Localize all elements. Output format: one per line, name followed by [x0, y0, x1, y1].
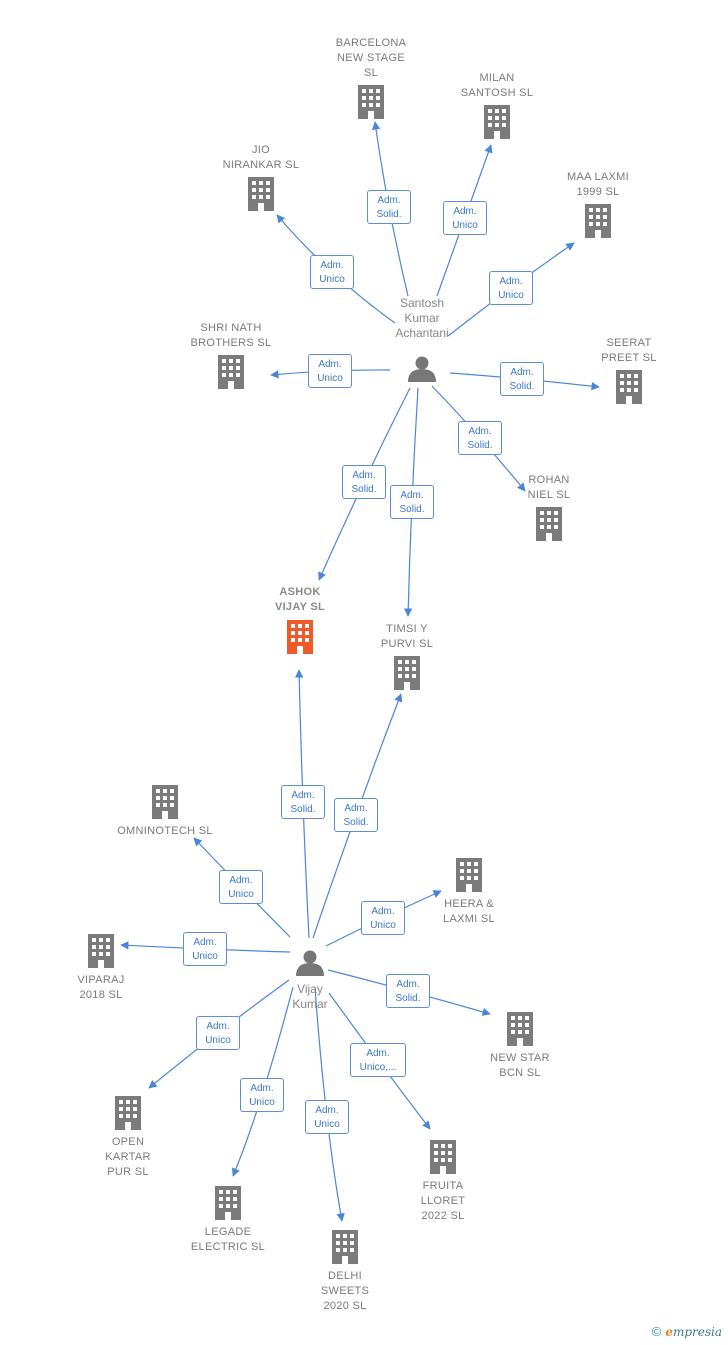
relation-label-vijay-viparaj[interactable]: Adm. Unico	[183, 932, 227, 966]
company-label-openkartar[interactable]: OPEN KARTAR PUR SL	[105, 1136, 151, 1178]
copyright-icon: ©	[651, 1324, 662, 1339]
person-icon-santosh[interactable]	[408, 356, 436, 383]
relation-label-santosh-timsi[interactable]: Adm. Solid.	[390, 485, 434, 519]
building-icon-timsi[interactable]	[394, 656, 420, 690]
building-icon-openkartar[interactable]	[115, 1096, 141, 1130]
relation-label-vijay-ashok[interactable]: Adm. Solid.	[281, 785, 325, 819]
building-icon-seerat[interactable]	[616, 370, 642, 404]
relation-label-santosh-maalaxmi[interactable]: Adm. Unico	[489, 271, 533, 305]
relation-label-santosh-ashok[interactable]: Adm. Solid.	[342, 465, 386, 499]
relation-label-santosh-rohan[interactable]: Adm. Solid.	[458, 421, 502, 455]
relation-label-vijay-fruita[interactable]: Adm. Unico,...	[350, 1043, 406, 1077]
company-label-newstar[interactable]: NEW STAR BCN SL	[490, 1052, 550, 1079]
company-label-jio[interactable]: JIO NIRANKAR SL	[222, 144, 300, 171]
relation-label-vijay-legade[interactable]: Adm. Unico	[240, 1078, 284, 1112]
company-label-delhi[interactable]: DELHI SWEETS 2020 SL	[320, 1270, 370, 1312]
brand-logo: empresia	[665, 1325, 722, 1339]
person-label-vijay[interactable]: Vijay Kumar	[292, 982, 328, 1011]
building-icon-milan[interactable]	[484, 105, 510, 139]
relation-label-santosh-shrinath[interactable]: Adm. Unico	[308, 354, 352, 388]
relation-label-vijay-newstar[interactable]: Adm. Solid.	[386, 974, 430, 1008]
building-icon-omninotech[interactable]	[152, 785, 178, 819]
building-icon-ashok[interactable]	[287, 620, 313, 654]
company-label-seerat[interactable]: SEERAT PREET SL	[601, 337, 657, 364]
company-label-barcelona[interactable]: BARCELONA NEW STAGE SL	[335, 37, 407, 79]
building-icon-fruita[interactable]	[430, 1140, 456, 1174]
footer-brand[interactable]: ©empresia	[652, 1324, 722, 1339]
company-label-timsi[interactable]: TIMSI Y PURVI SL	[380, 623, 434, 650]
icons-layer	[88, 85, 642, 1264]
company-label-rohan[interactable]: ROHAN NIEL SL	[527, 474, 571, 501]
company-label-viparaj[interactable]: VIPARAJ 2018 SL	[77, 974, 125, 1001]
building-icon-heera[interactable]	[456, 858, 482, 892]
person-label-santosh[interactable]: Santosh Kumar Achantani	[395, 296, 449, 340]
company-label-omninotech[interactable]: OMNINOTECH SL	[117, 825, 213, 837]
relation-label-santosh-milan[interactable]: Adm. Unico	[443, 201, 487, 235]
company-label-maalaxmi[interactable]: MAA LAXMI 1999 SL	[567, 171, 629, 198]
company-label-milan[interactable]: MILAN SANTOSH SL	[460, 72, 534, 99]
relation-label-vijay-omninotech[interactable]: Adm. Unico	[219, 870, 263, 904]
relation-label-santosh-barcelona[interactable]: Adm. Solid.	[367, 190, 411, 224]
building-icon-delhi[interactable]	[332, 1230, 358, 1264]
person-icon-vijay[interactable]	[296, 950, 324, 977]
building-icon-barcelona[interactable]	[358, 85, 384, 119]
company-label-shrinath[interactable]: SHRI NATH BROTHERS SL	[190, 322, 272, 349]
company-label-fruita[interactable]: FRUITA LLORET 2022 SL	[420, 1180, 466, 1222]
relation-label-santosh-jio[interactable]: Adm. Unico	[310, 255, 354, 289]
company-label-heera[interactable]: HEERA & LAXMI SL	[443, 898, 495, 925]
relation-label-santosh-seerat[interactable]: Adm. Solid.	[500, 362, 544, 396]
relation-label-vijay-timsi[interactable]: Adm. Solid.	[334, 798, 378, 832]
building-icon-jio[interactable]	[248, 177, 274, 211]
building-icon-maalaxmi[interactable]	[585, 204, 611, 238]
company-label-legade[interactable]: LEGADE ELECTRIC SL	[190, 1226, 266, 1253]
building-icon-newstar[interactable]	[507, 1012, 533, 1046]
building-icon-legade[interactable]	[215, 1186, 241, 1220]
building-icon-rohan[interactable]	[536, 507, 562, 541]
relation-label-vijay-heera[interactable]: Adm. Unico	[361, 901, 405, 935]
relation-label-vijay-delhi[interactable]: Adm. Unico	[305, 1100, 349, 1134]
building-icon-viparaj[interactable]	[88, 934, 114, 968]
building-icon-shrinath[interactable]	[218, 355, 244, 389]
company-label-ashok[interactable]: ASHOK VIJAY SL	[274, 586, 326, 613]
relation-label-vijay-openkartar[interactable]: Adm. Unico	[196, 1016, 240, 1050]
